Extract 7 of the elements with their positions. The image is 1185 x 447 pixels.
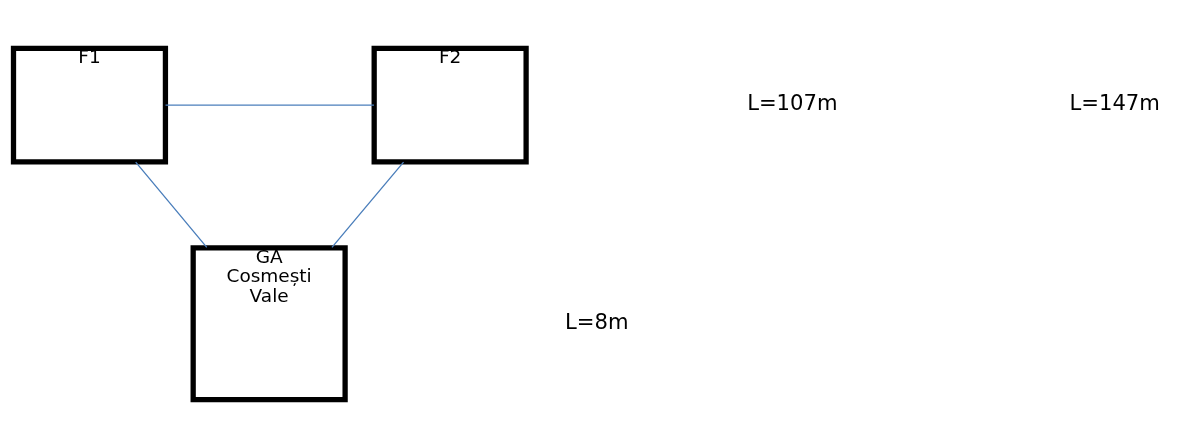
connector: [164, 103, 375, 106]
label: L=107m: [747, 89, 838, 115]
connector: [331, 160, 405, 248]
label: L=147m: [1069, 89, 1160, 115]
connector: [135, 160, 208, 248]
node-box: GA Cosmești Vale: [190, 244, 348, 402]
label: L=8m: [565, 308, 629, 334]
